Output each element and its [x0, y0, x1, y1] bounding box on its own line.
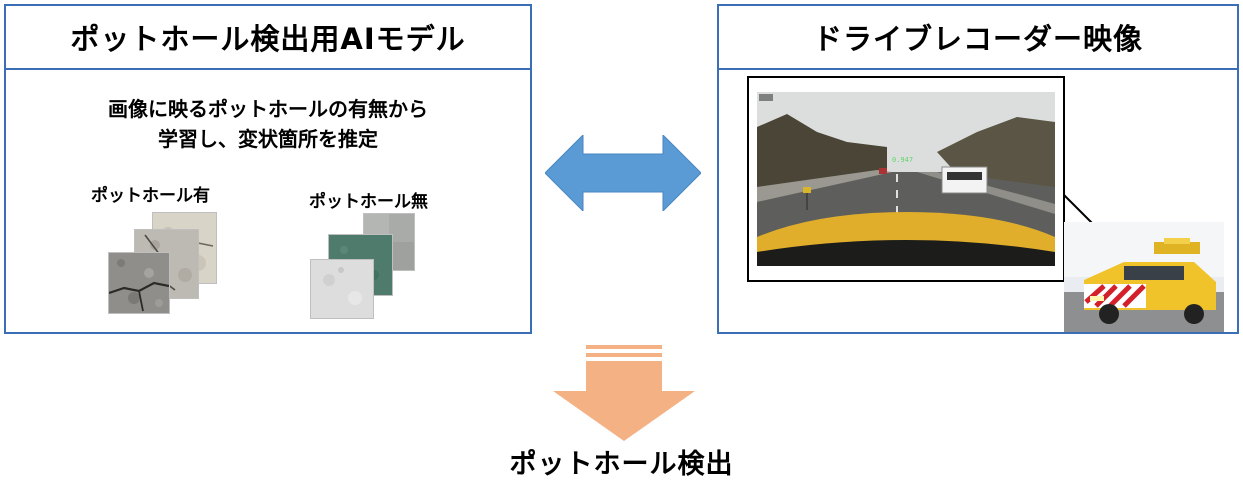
bidirectional-arrow-icon — [545, 135, 701, 211]
without-pothole-label: ポットホール無 — [309, 192, 428, 212]
dashcam-panel: ドライブレコーダー映像 0.947 — [717, 4, 1239, 334]
patrol-car-photo — [1064, 222, 1224, 332]
result-label: ポットホール検出 — [509, 449, 734, 480]
description-line-2: 学習し、変状箇所を推定 — [158, 127, 378, 151]
ai-model-panel: ポットホール検出用AIモデル 画像に映るポットホールの有無から 学習し、変状箇所… — [4, 4, 532, 334]
pothole-sample-image-front — [108, 252, 170, 314]
no-pothole-sample-image-front — [310, 259, 374, 319]
ai-model-title: ポットホール検出用AIモデル — [6, 6, 530, 70]
down-arrow-icon — [553, 345, 695, 441]
dashcam-title: ドライブレコーダー映像 — [719, 6, 1237, 70]
svg-text:0.947: 0.947 — [892, 156, 913, 164]
dashcam-video-frame: 0.947 — [747, 76, 1065, 282]
with-pothole-label: ポットホール有 — [91, 186, 210, 206]
description-line-1: 画像に映るポットホールの有無から — [108, 97, 428, 121]
ai-model-description: 画像に映るポットホールの有無から 学習し、変状箇所を推定 — [6, 94, 530, 154]
dashcam-video-image: 0.947 — [757, 92, 1055, 266]
